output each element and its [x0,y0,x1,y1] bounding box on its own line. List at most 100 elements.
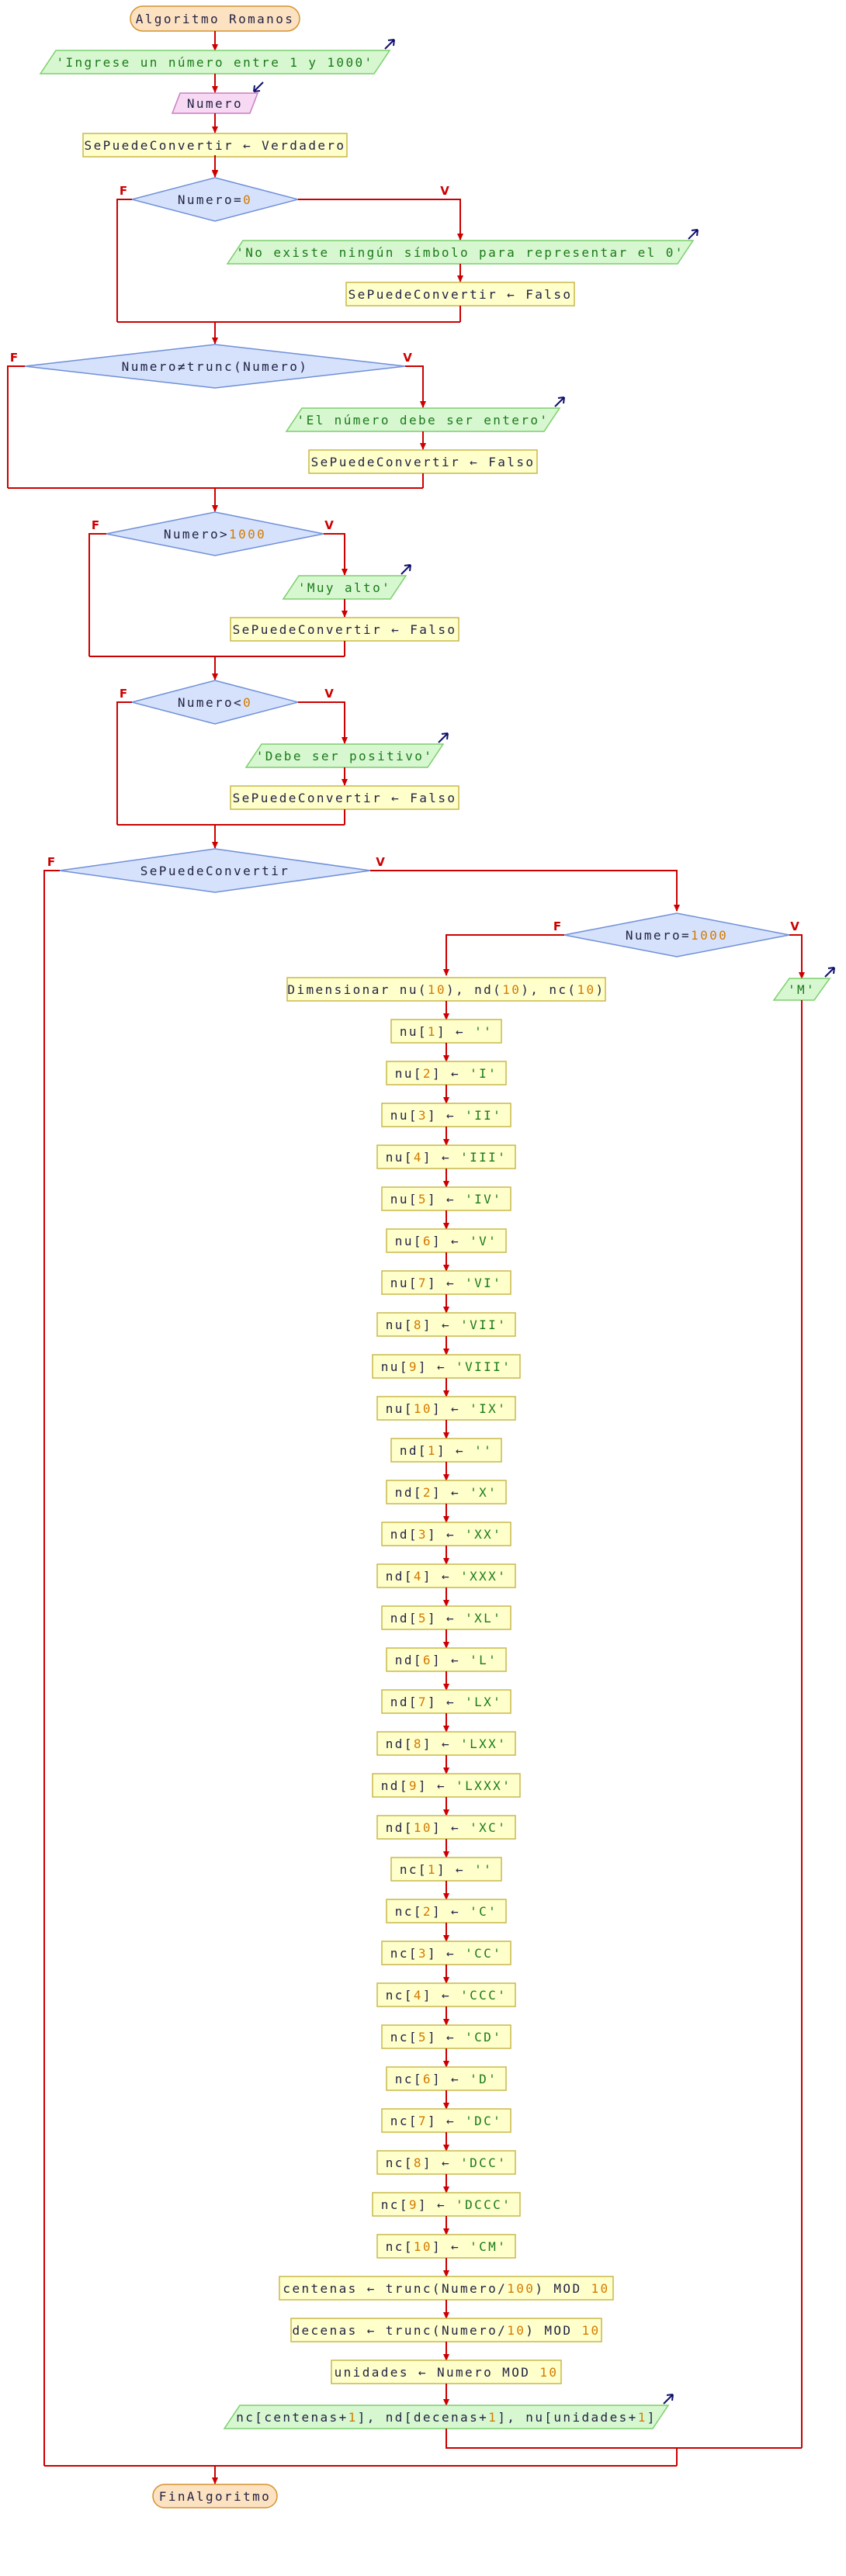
check-3-decision-text: Numero>1000 [164,527,266,542]
thousand-true-branch [789,934,805,979]
main-decision [59,848,371,893]
assign-nc-7 [381,2108,511,2133]
assign-nu-4 [376,1144,516,1169]
assign-nu-3 [381,1103,511,1127]
check-3-message-text: 'Muy alto' [298,580,391,595]
check-3-assign [230,617,459,642]
assign-nu-9-text: nu[9] ← 'VIII' [381,1359,512,1374]
dimension-process-text: Dimensionar nu(10), nd(10), nc(10) [287,982,605,997]
check-3-decision [106,511,324,556]
assign-nu-10-text: nu[10] ← 'IX' [386,1401,507,1416]
assign-nd-10-text: nd[10] ← 'XC' [386,1820,507,1835]
check-1-decision [130,177,300,222]
assign-nd-6-text: nd[6] ← 'L' [395,1653,498,1667]
main-true-branch [370,870,680,912]
check-4-true-branch [298,701,348,744]
assign-nc-3-text: nc[3] ← 'CC' [390,1946,502,1961]
assign-nc-9 [372,2192,521,2217]
init-process-text: SePuedeConvertir ← Verdadero [85,138,346,153]
assign-nd-1-text: nd[1] ← '' [400,1443,493,1458]
assign-nu-5 [381,1186,511,1211]
thousand-output-text: 'M' [788,982,816,997]
assign-nc-8-text: nc[8] ← 'DCC' [386,2155,507,2170]
check-2-false-branch [7,365,25,488]
assign-nd-5-text: nd[5] ← 'XL' [390,1611,502,1626]
check-1-true-branch [298,199,463,241]
check-2-decision-text: Numero≠trunc(Numero) [122,359,309,374]
check-3-message [282,575,407,600]
check-3-false-branch [88,533,106,656]
assign-nc-3 [381,1941,511,1965]
assign-nd-7 [381,1689,511,1714]
check-4-decision-text: Numero<0 [178,695,252,710]
assign-nc-10 [376,2234,516,2259]
end-terminal-text: FinAlgoritmo [159,2489,271,2504]
assign-nd-4-text: nd[4] ← 'XXX' [386,1569,507,1584]
output-arrow-icon [384,39,395,50]
assign-nu-1-text: nu[1] ← '' [400,1024,493,1039]
thousand-decision-text: Numero=1000 [626,928,728,943]
computation-1-text: centenas ← trunc(Numero/100) MOD 10 [283,2281,609,2296]
assign-nd-3 [381,1522,511,1546]
check-2-assign-text: SePuedeConvertir ← Falso [311,455,536,469]
check-2-false-label: F [10,351,18,365]
check-1-assign [345,282,575,306]
assign-nu-2-text: nu[2] ← 'I' [395,1066,498,1081]
assign-nd-10 [376,1815,516,1840]
assign-nc-4-text: nc[4] ← 'CCC' [386,1988,507,2003]
assign-nd-7-text: nd[7] ← 'LX' [390,1695,502,1709]
output-arrow-icon [688,229,699,240]
check-1-decision-text: Numero=0 [178,192,252,207]
check-3-true-branch [324,533,348,576]
check-2-decision [24,344,406,389]
check-4-assign [230,785,459,810]
check-2-message [285,407,561,432]
start-terminal-text: Algoritmo Romanos [136,12,295,26]
main-false-label: F [47,855,55,869]
thousand-output [772,978,831,1001]
thousand-merge [446,2429,802,2449]
assign-nc-10-text: nc[10] ← 'CM' [386,2239,507,2254]
read-input-text: Numero [187,96,243,111]
main-false-branch [43,870,60,2466]
assign-nu-6-text: nu[6] ← 'V' [395,1234,498,1248]
check-4-true-label: V [324,687,334,701]
output-arrow-icon [663,2394,674,2405]
assign-nc-2 [386,1899,507,1923]
check-1-message-text: 'No existe ningún símbolo para represent… [236,245,685,260]
check-4-false-label: F [120,687,127,701]
computation-3 [331,2360,562,2384]
check-2-true-branch [405,365,426,408]
assign-nc-7-text: nc[7] ← 'DC' [390,2114,502,2128]
assign-nc-9-text: nc[9] ← 'DCCC' [381,2197,512,2212]
check-1-true-label: V [440,184,449,198]
check-4-assign-text: SePuedeConvertir ← Falso [233,791,457,805]
output-arrow-icon [554,396,565,407]
assign-nu-7-text: nu[7] ← 'VI' [390,1276,502,1290]
check-1-message [226,240,695,265]
computation-2 [290,2318,602,2342]
thousand-false-branch [443,934,564,976]
assign-nc-6 [386,2066,507,2091]
assign-nu-2 [386,1061,507,1085]
check-1-false-branch [116,199,132,322]
input-arrow-icon [253,81,264,92]
main-decision-text: SePuedeConvertir [140,864,290,878]
prompt-output [39,50,391,74]
assign-nc-5 [381,2024,511,2049]
assign-nu-6 [386,1228,507,1253]
check-3-false-label: F [92,518,99,532]
output-arrow-icon [400,564,411,575]
output-arrow-icon [438,732,449,743]
assign-nu-3-text: nu[3] ← 'II' [390,1108,502,1123]
read-input [171,92,259,114]
dimension-process [286,977,606,1002]
output-arrow-icon [824,967,835,978]
end-terminal [152,2484,278,2508]
assign-nu-7 [381,1270,511,1295]
check-3-true-label: V [324,518,334,532]
assign-nd-5 [381,1605,511,1630]
assign-nd-8-text: nd[8] ← 'LXX' [386,1736,507,1751]
assign-nc-6-text: nc[6] ← 'D' [395,2072,498,2086]
